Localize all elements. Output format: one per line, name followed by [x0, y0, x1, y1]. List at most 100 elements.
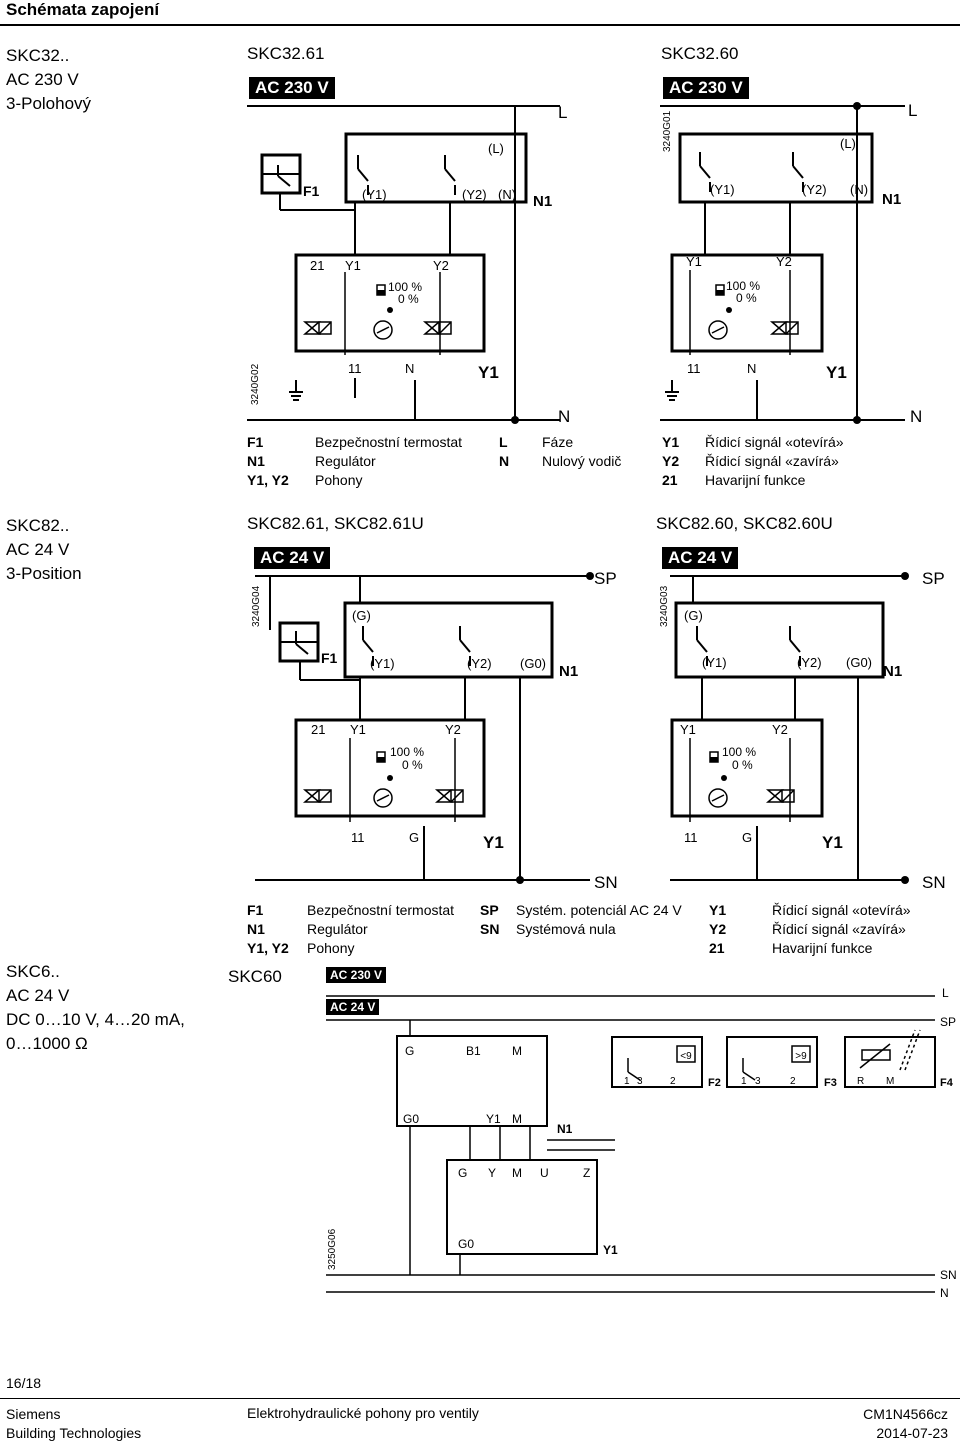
thermostat-contact [295, 643, 309, 655]
section-title: SKC32.. [6, 46, 70, 65]
terminal-label: M [886, 1076, 894, 1087]
junction-dot [901, 876, 909, 884]
terminal-label: 11 [687, 361, 701, 376]
terminal-label: Y1 [686, 254, 702, 269]
section-line: DC 0…10 V, 4…20 mA, [6, 1010, 185, 1029]
controller-box [674, 601, 885, 679]
terminal-label: N1 [533, 193, 552, 210]
terminal-label: Y1 [603, 1243, 618, 1257]
position-indicator-icon [377, 290, 385, 295]
actuator-icon [781, 789, 795, 803]
terminal-label: (L) [488, 141, 504, 156]
junction-dot [387, 775, 393, 781]
legend-key: Y1, Y2 [247, 940, 289, 956]
legend-key: 21 [662, 472, 678, 488]
legend-value: Řídicí signál «zavírá» [772, 921, 906, 937]
thermostat-contact [277, 175, 291, 187]
terminal-label: Y1 [822, 833, 843, 852]
pump-icon [373, 788, 393, 808]
terminal-label: N [747, 361, 756, 376]
terminal-label: Y1 [345, 258, 361, 273]
terminal-label: L [558, 103, 567, 122]
controller-contact [789, 639, 801, 653]
terminal-label: 0 % [402, 758, 423, 772]
actuator-box [446, 1159, 598, 1255]
actuator-icon [781, 789, 795, 803]
actuator-box [670, 718, 824, 818]
controller-contact [362, 639, 374, 653]
terminal-label: 21 [310, 258, 324, 273]
contact [742, 1071, 756, 1081]
controller-contact [699, 165, 711, 179]
terminal-label: 0 % [736, 291, 757, 305]
actuator-icon [318, 789, 332, 803]
sensor-icon [791, 1045, 811, 1063]
legend-key: N [499, 453, 510, 469]
terminal-label: L [942, 986, 949, 1000]
terminal-label: SN [940, 1268, 957, 1282]
actuator-icon [450, 789, 464, 803]
legend-value: Havarijní funkce [705, 472, 806, 488]
supply-badge: AC 230 V [326, 967, 387, 983]
legend-value: Řídicí signál «otevírá» [772, 902, 911, 918]
legend-key: Y2 [662, 453, 680, 469]
footer-doc-info: CM1N4566cz 2014-07-23 [760, 1405, 948, 1443]
terminal-label: 1 [624, 1076, 630, 1087]
terminal-label: Y2 [445, 722, 461, 737]
controller-contact [444, 168, 456, 182]
legend-key: F1 [247, 902, 264, 918]
terminal-label: N [405, 361, 414, 376]
legend-key: SN [480, 921, 500, 937]
terminal-label: M [512, 1112, 522, 1126]
legend-key: 21 [709, 940, 725, 956]
terminal-label: G [405, 1044, 414, 1058]
terminal-label: G [742, 830, 752, 845]
terminal-label: L [908, 101, 917, 120]
terminal-label: N [910, 407, 922, 426]
valve-icon [769, 321, 789, 335]
break-icon [904, 1029, 921, 1071]
diagram-title: SKC32.60 [661, 44, 739, 63]
controller-contact [459, 639, 471, 653]
terminal-label: G0 [403, 1112, 419, 1126]
controller-box [678, 132, 874, 204]
terminal-label: 21 [311, 722, 325, 737]
pump-icon [376, 326, 390, 334]
junction-dot [586, 572, 594, 580]
valve-icon [422, 321, 442, 335]
terminal-label: Y1 [486, 1112, 501, 1126]
terminal-label: Y2 [772, 722, 788, 737]
terminal-label: Y1 [826, 363, 847, 382]
junction-dot [516, 876, 524, 884]
terminal-label: 11 [351, 830, 365, 845]
doc-date: 2014-07-23 [876, 1425, 948, 1441]
actuator-icon [785, 321, 799, 335]
actuator-box [294, 718, 486, 818]
actuator-icon [438, 321, 452, 335]
terminal-label: (N) [850, 182, 868, 197]
actuator-box [670, 253, 824, 353]
legend-value: Pohony [315, 472, 363, 488]
valve-icon [302, 789, 322, 803]
controller-box [343, 601, 554, 679]
legend-value: Řídicí signál «otevírá» [705, 434, 844, 450]
sensor-box [611, 1036, 703, 1088]
pump-icon [708, 320, 728, 340]
legend-key: N1 [247, 921, 265, 937]
terminal-label: 3 [637, 1076, 643, 1087]
terminal-label: N [558, 407, 570, 426]
footer-company: Siemens Building Technologies [6, 1405, 141, 1443]
legend-value: Pohony [307, 940, 355, 956]
pump-icon [708, 788, 728, 808]
legend-key: Y1 [662, 434, 680, 450]
legend-key: L [499, 434, 508, 450]
actuator-icon [318, 321, 332, 335]
terminal-label: >9 [795, 1051, 807, 1062]
actuator-icon [318, 789, 332, 803]
terminal-label: Y1 [478, 363, 499, 382]
terminal-label: Z [583, 1166, 590, 1180]
